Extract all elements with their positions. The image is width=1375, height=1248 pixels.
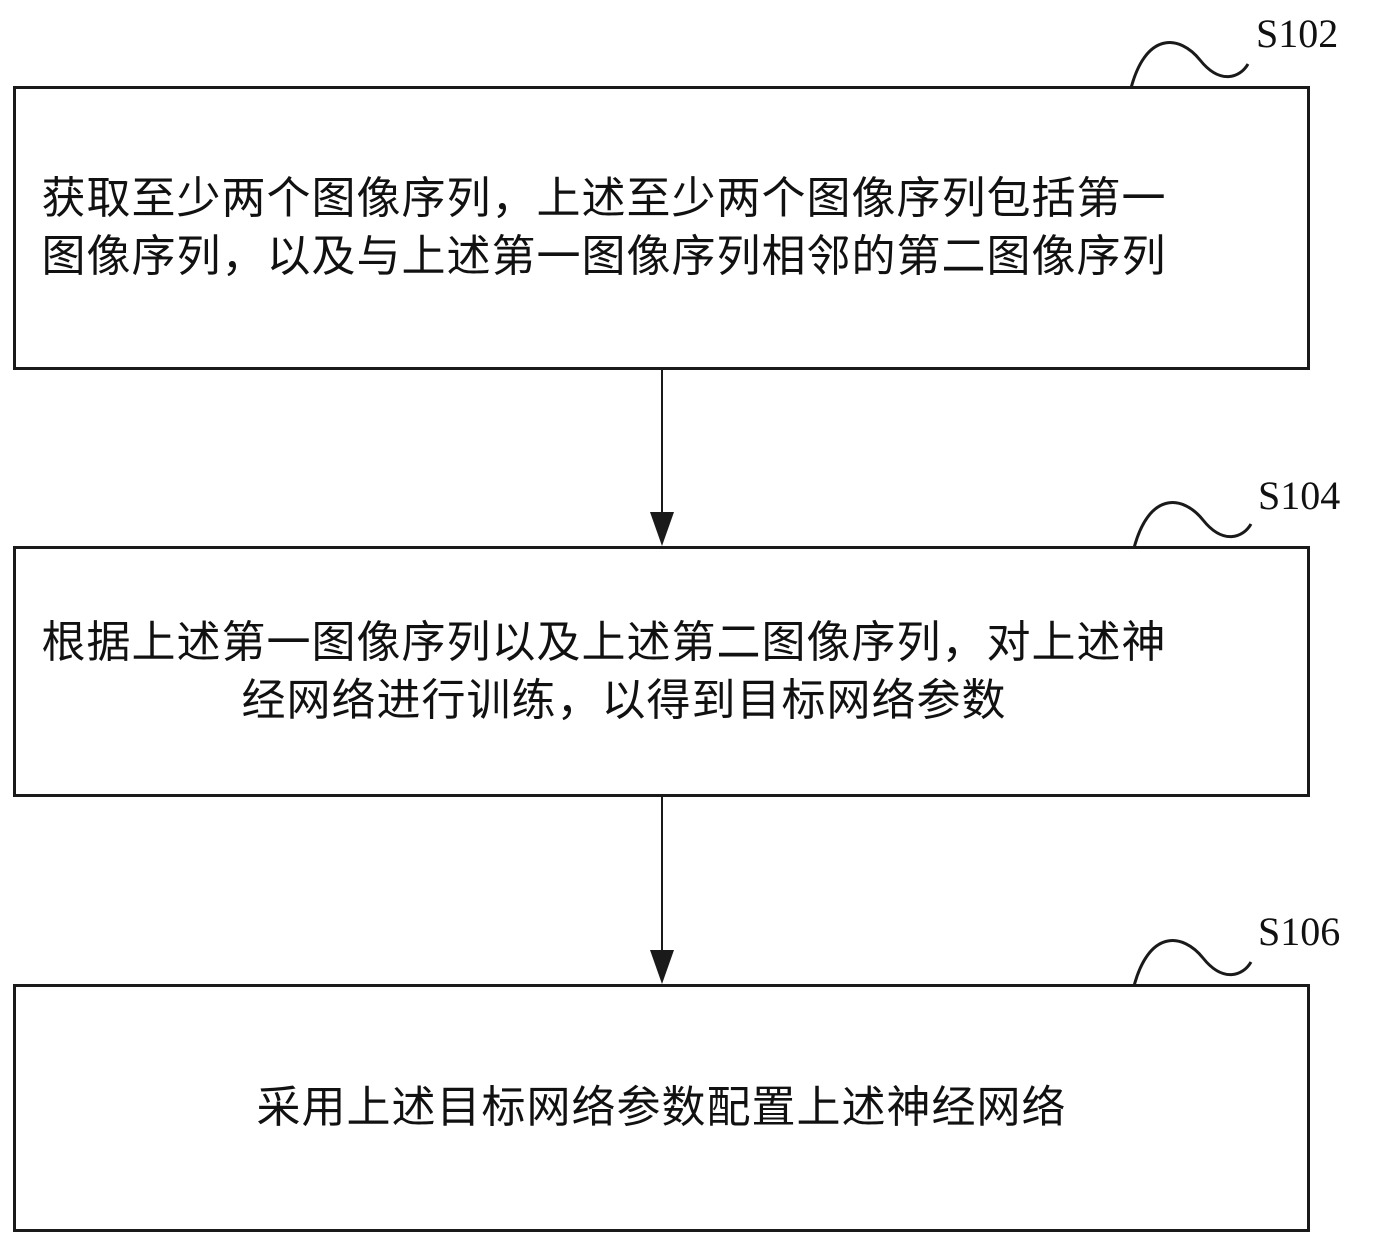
- step-box-s106: 采用上述目标网络参数配置上述神经网络: [13, 984, 1310, 1232]
- step-text-line: 根据上述第一图像序列以及上述第二图像序列，对上述神: [41, 616, 1167, 668]
- step-text-s106: 采用上述目标网络参数配置上述神经网络: [42, 1079, 1282, 1137]
- step-text-s102: 获取至少两个图像序列，上述至少两个图像序列包括第一 图像序列，以及与上述第一图像…: [42, 170, 1282, 286]
- step-text-line: 获取至少两个图像序列，上述至少两个图像序列包括第一: [41, 173, 1167, 224]
- leader-curve-s106: [1131, 939, 1253, 991]
- step-label-s106: S106: [1258, 909, 1341, 954]
- leader-curve-s104: [1131, 501, 1253, 553]
- step-text-line: 图像序列，以及与上述第一图像序列相邻的第二图像序列: [41, 231, 1167, 282]
- arrow-head-2: [650, 950, 674, 984]
- step-box-s104: 根据上述第一图像序列以及上述第二图像序列，对上述神 经网络进行训练，以得到目标网…: [13, 546, 1310, 797]
- step-text-line: 经网络进行训练，以得到目标网络参数: [241, 674, 1007, 726]
- step-text-line: 采用上述目标网络参数配置上述神经网络: [256, 1082, 1067, 1133]
- step-box-s102: 获取至少两个图像序列，上述至少两个图像序列包括第一 图像序列，以及与上述第一图像…: [13, 86, 1310, 370]
- step-text-s104: 根据上述第一图像序列以及上述第二图像序列，对上述神 经网络进行训练，以得到目标网…: [42, 614, 1282, 730]
- arrow-head-1: [650, 512, 674, 546]
- leader-curve-s102: [1128, 41, 1250, 93]
- step-label-s102: S102: [1256, 11, 1339, 56]
- step-label-s104: S104: [1258, 473, 1341, 518]
